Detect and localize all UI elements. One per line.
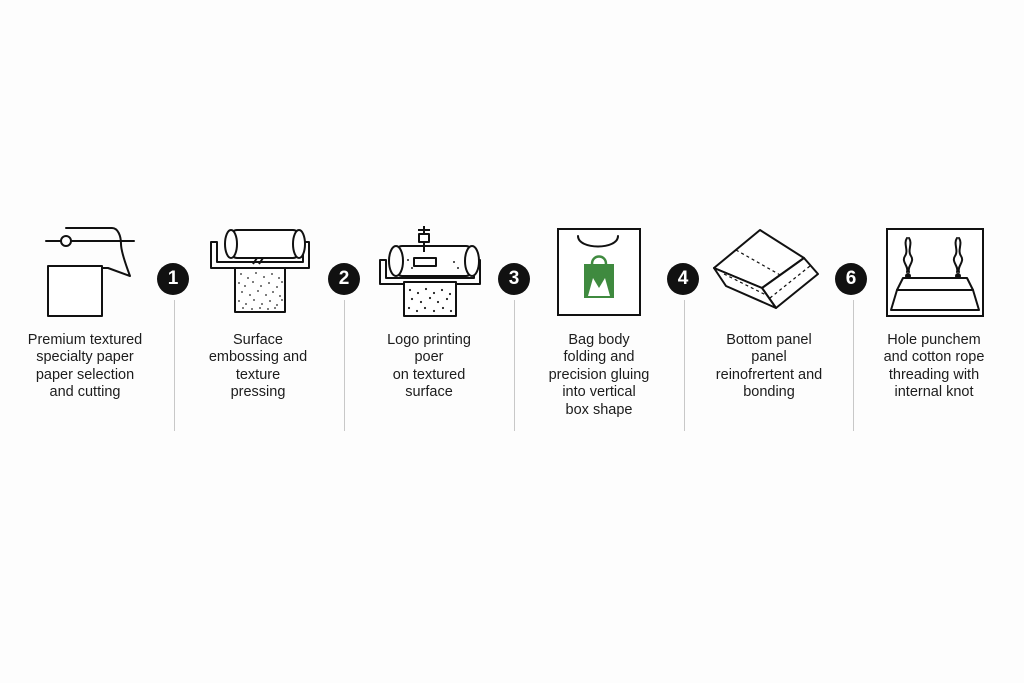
embossing-roller-icon xyxy=(173,220,343,320)
step-badge-3: 3 xyxy=(498,263,530,295)
step-3: Logo printing poer on textured surface xyxy=(344,220,514,420)
rope-handle-icon xyxy=(849,220,1019,320)
step-6-caption: Hole punchem and cotton rope threading w… xyxy=(883,332,985,401)
divider xyxy=(853,300,854,431)
step-6: Hole punchem and cotton rope threading w… xyxy=(849,220,1019,420)
printing-press-icon xyxy=(344,220,514,320)
folded-bottom-panel-icon xyxy=(684,220,854,320)
step-5: Bottom panel panel reinofrertent and bon… xyxy=(684,220,854,420)
step-1-caption: Premium textured specialty paper paper s… xyxy=(27,332,143,401)
step-badge-4: 4 xyxy=(667,263,699,295)
paper-roll-icon xyxy=(0,220,170,320)
divider xyxy=(344,300,345,431)
divider xyxy=(514,300,515,431)
step-4-caption: Bag body folding and precision gluing in… xyxy=(548,332,650,418)
step-5-caption: Bottom panel panel reinofrertent and bon… xyxy=(715,332,823,401)
divider xyxy=(174,300,175,431)
step-2-caption: Surface embossing and texture pressing xyxy=(208,332,308,401)
step-badge-1: 1 xyxy=(157,263,189,295)
step-3-caption: Logo printing poer on textured surface xyxy=(387,332,471,401)
step-2: Surface embossing and texture pressing xyxy=(173,220,343,420)
step-1: Premium textured specialty paper paper s… xyxy=(0,220,170,420)
step-4: Bag body folding and precision gluing in… xyxy=(514,220,684,420)
step-badge-2: 2 xyxy=(328,263,360,295)
shopping-bag-icon xyxy=(514,220,684,320)
step-badge-6: 6 xyxy=(835,263,867,295)
divider xyxy=(684,300,685,431)
